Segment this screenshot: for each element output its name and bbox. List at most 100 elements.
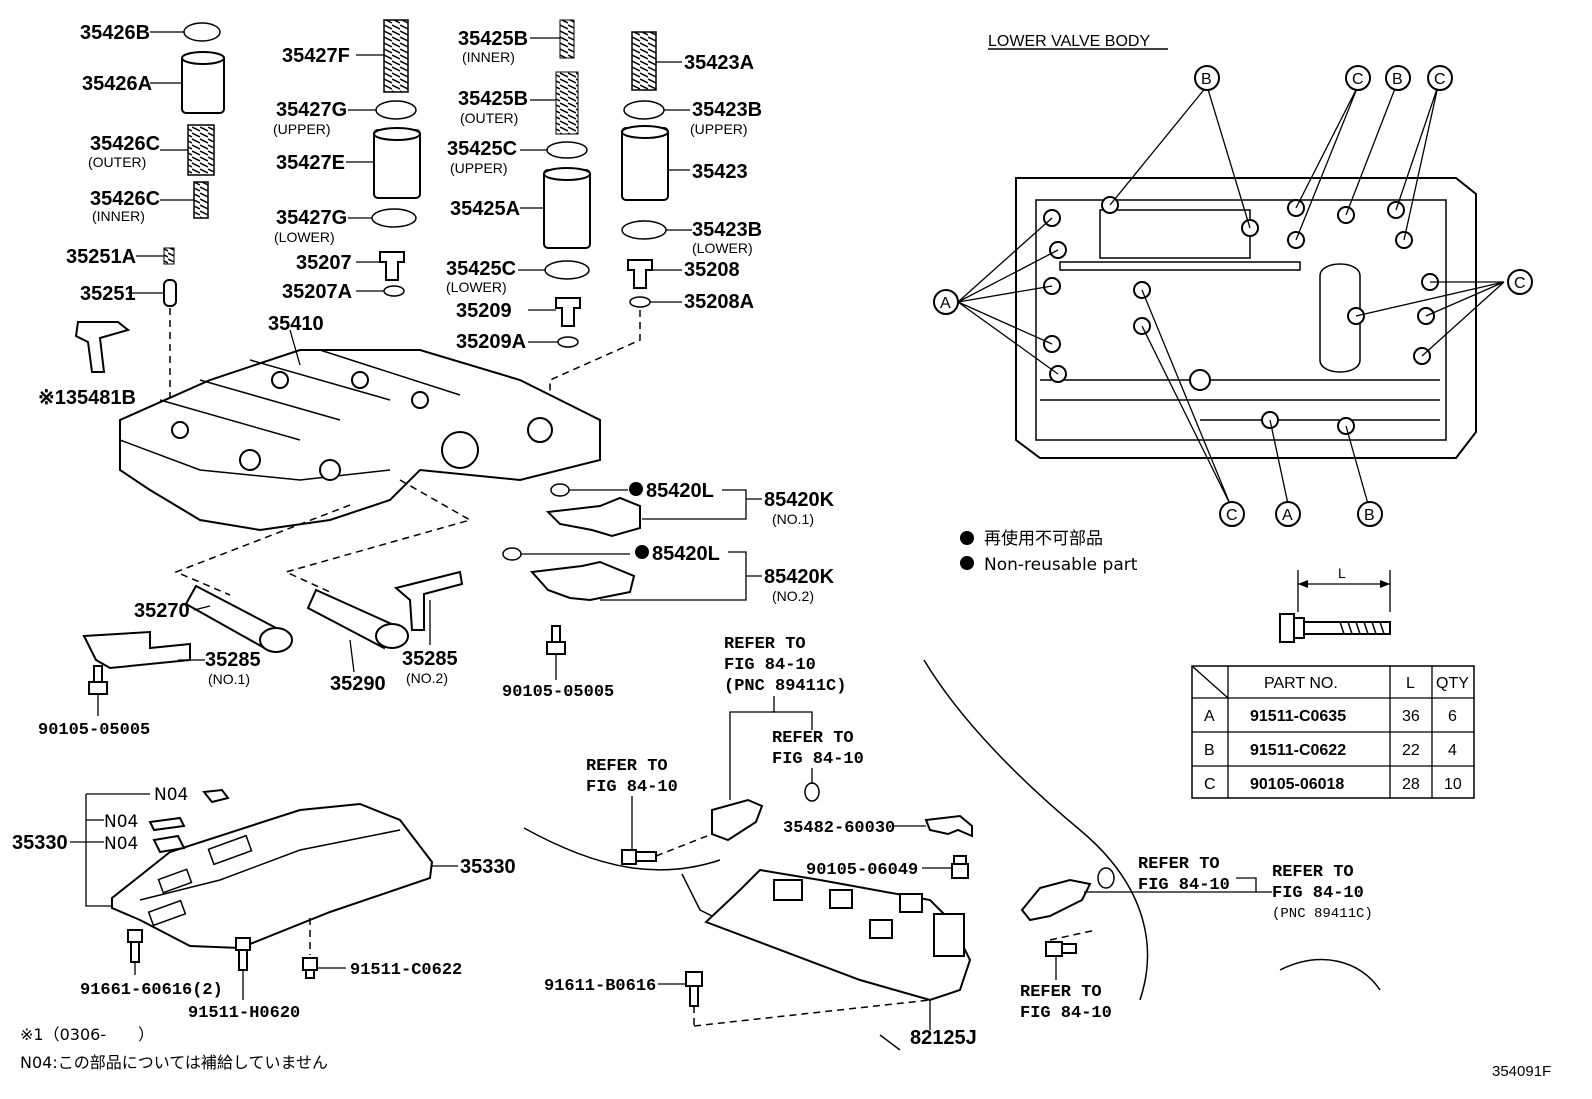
connector-4: [899, 893, 923, 913]
plug-35208: [627, 259, 653, 289]
bolt-table: PART NO. L QTY A 91511-C0635 36 6 B 9151…: [1191, 665, 1475, 799]
callout-lines: [957, 85, 1505, 505]
refer-2-line1: REFER TO: [772, 729, 854, 748]
label-35426C-outer: 35426C: [90, 133, 160, 155]
label-85420K-1: 85420K: [764, 489, 835, 511]
label-35290: 35290: [330, 673, 386, 695]
lower-valve-body-view: LOWER VALVE BODY: [933, 33, 1533, 527]
callout-a-2: [1275, 501, 1301, 527]
callout-a-2-text: A: [1282, 507, 1293, 524]
label-35330-b: 35330: [460, 856, 516, 878]
pin-35251: [163, 279, 177, 307]
callout-b-3: [1357, 501, 1383, 527]
label-outer-2: (OUTER): [460, 110, 518, 126]
label-inner-2: (INNER): [462, 49, 515, 65]
wiring-group: REFER TO FIG 84-10 (PNC 89411C) REFER TO…: [523, 635, 1381, 1051]
plug-35207: [379, 251, 405, 281]
label-35423B-upper: 35423B: [692, 99, 762, 121]
table-row-key: C: [1204, 776, 1216, 793]
table-row-part: 91511-C0635: [1250, 708, 1346, 725]
valve-body-group: 35426B 35426A 35426C (OUTER) 35426C (INN…: [38, 19, 762, 740]
legend: 再使用不可部品 Non-reusable part: [960, 528, 1138, 575]
solenoid-85420K-no1: [545, 496, 641, 538]
spring-35423A: [631, 31, 657, 91]
label-35207: 35207: [296, 252, 352, 274]
footnote-2: N04:この部品については補給していません: [20, 1053, 328, 1072]
label-35425B-outer: 35425B: [458, 88, 528, 110]
label-91511-C0622: 91511-C0622: [350, 961, 462, 980]
valve-35290: [306, 588, 409, 650]
label-91611: 91611-B0616: [544, 977, 656, 996]
callout-c-4: [1219, 501, 1245, 527]
valve-body-35410: [119, 349, 601, 532]
callout-b-2-text: B: [1392, 71, 1403, 88]
connector-5: [933, 913, 965, 957]
gasket-n04-c: [152, 834, 186, 854]
gasket-n04-a: [202, 788, 230, 804]
connector-2: [829, 889, 853, 909]
refer-3-line1: REFER TO: [586, 757, 668, 776]
label-35425C-upper: 35425C: [447, 138, 517, 160]
label-35481B: ※135481B: [38, 387, 136, 409]
drawing-id: 354091F: [1492, 1063, 1551, 1080]
callout-c-4-text: C: [1226, 507, 1238, 524]
label-upper-2: (UPPER): [450, 160, 508, 176]
bolt-90105-06049: [951, 855, 969, 879]
label-85420L-1: 85420L: [646, 480, 714, 502]
oring-sensor-2: [1097, 867, 1115, 889]
callout-c-2: [1427, 65, 1453, 91]
callout-c-3: [1507, 269, 1533, 295]
table-row-part: 91511-C0622: [1250, 742, 1346, 759]
label-n04-a: N04: [154, 785, 188, 805]
refer-6-line2: FIG 84-10: [1020, 1004, 1112, 1023]
callout-b-1-text: B: [1201, 71, 1212, 88]
section-title: LOWER VALVE BODY: [988, 33, 1150, 50]
bolt-91511-H0620: [235, 937, 251, 971]
speed-sensor-1: [711, 798, 764, 842]
bolt-sensor-1: [621, 849, 657, 865]
label-no1-a: (NO.1): [208, 671, 250, 687]
bolt-90105-05005-a: [88, 665, 108, 695]
label-35423: 35423: [692, 161, 748, 183]
label-35270: 35270: [134, 600, 190, 622]
label-upper-1: (UPPER): [273, 121, 331, 137]
oring-35423B-lower: [621, 220, 667, 240]
label-35426B: 35426B: [80, 22, 150, 44]
label-91511-H0620: 91511-H0620: [188, 1004, 300, 1023]
non-reusable-mark-1: [629, 482, 643, 496]
table-row-qty: 10: [1444, 776, 1462, 793]
label-lower-3: (LOWER): [692, 240, 753, 256]
spring-35425B-outer: [555, 71, 579, 135]
label-35427G-upper: 35427G: [276, 99, 347, 121]
refer-6-line1: REFER TO: [1020, 983, 1102, 1002]
connector-3: [869, 919, 893, 939]
label-no2-a: (NO.2): [406, 670, 448, 686]
label-35427F: 35427F: [282, 45, 350, 67]
valve-body-outline: [1015, 177, 1477, 459]
bracket-35481B: [74, 321, 131, 373]
callout-c-1: [1345, 65, 1371, 91]
bolt-91511-C0622: [302, 957, 318, 979]
label-35426A: 35426A: [82, 73, 152, 95]
spring-35427F: [383, 19, 409, 93]
callout-a-1-text: A: [940, 295, 951, 312]
label-35427G-lower: 35427G: [276, 207, 347, 229]
spring-35426C-inner: [193, 181, 209, 219]
refer-5-line1: REFER TO: [1272, 863, 1354, 882]
oring-35425C-lower: [544, 260, 590, 280]
solenoid-85420K-no2: [529, 560, 636, 602]
label-35410: 35410: [268, 313, 324, 335]
label-35209A: 35209A: [456, 331, 526, 353]
table-row-part: 90105-06018: [1250, 776, 1344, 793]
plug-35209: [555, 297, 581, 327]
non-reusable-mark-2: [635, 545, 649, 559]
footnote-1: ※1（0306- ）: [20, 1025, 154, 1044]
label-35209: 35209: [456, 300, 512, 322]
refer-3-line2: FIG 84-10: [586, 778, 678, 797]
spring-35426C-outer: [187, 124, 215, 176]
bolt-head: [1279, 613, 1295, 643]
legend-dot-1: [960, 531, 974, 545]
legend-en: Non-reusable part: [984, 555, 1138, 575]
label-35427E: 35427E: [276, 152, 345, 174]
label-35208: 35208: [684, 259, 740, 281]
